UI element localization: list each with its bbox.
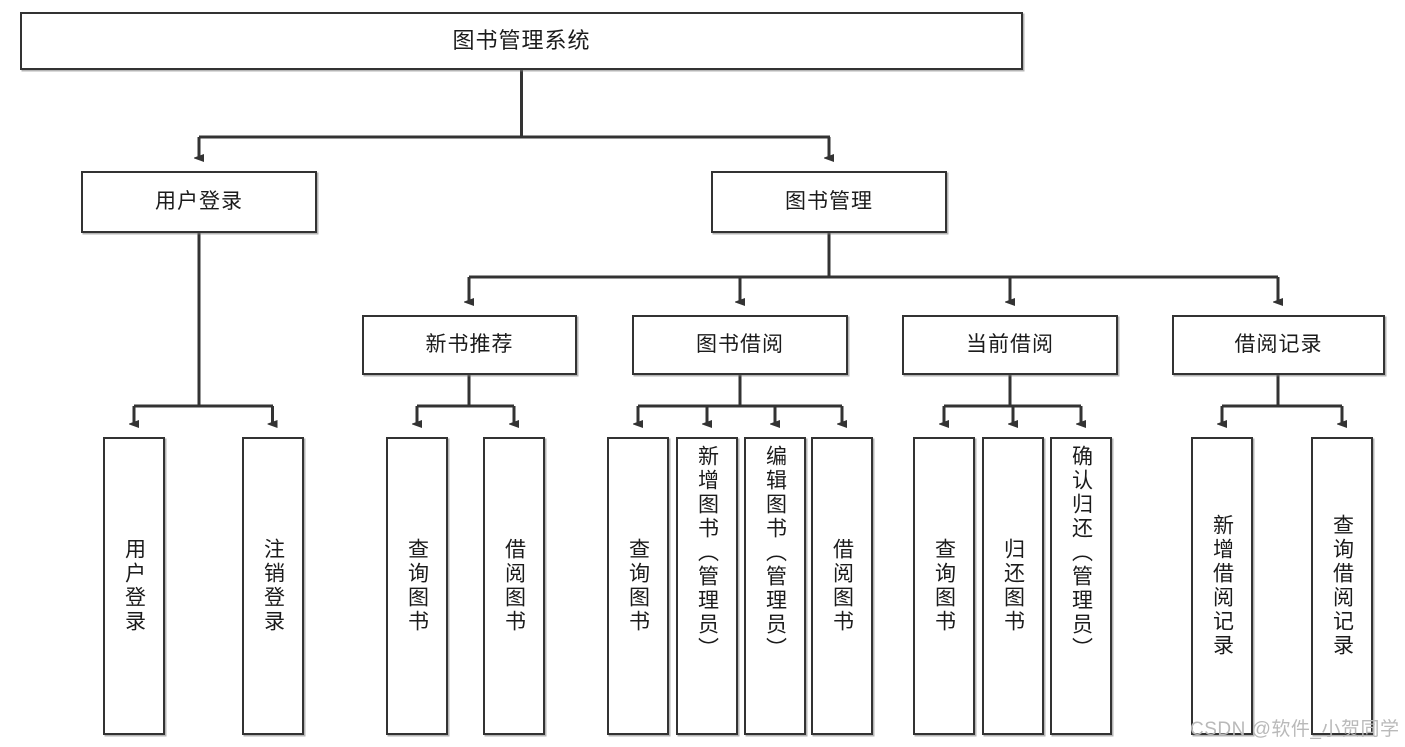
node-label: 查询图书 [626,538,650,634]
node-leaf-add-book-admin[interactable]: 新增图书（管理员） [676,437,738,735]
node-leaf-borrow-book[interactable]: 借阅图书 [811,437,873,735]
node-label: 借阅图书 [502,538,526,634]
node-leaf-user-logout[interactable]: 注销登录 [242,437,304,735]
node-label: 查询图书 [932,538,956,634]
node-new-book-recommend[interactable]: 新书推荐 [362,315,577,375]
node-root-system[interactable]: 图书管理系统 [20,12,1023,70]
node-label: 借阅图书 [830,538,854,634]
node-leaf-query-borrow-record[interactable]: 查询借阅记录 [1311,437,1373,735]
node-leaf-borrow-book-recommend[interactable]: 借阅图书 [483,437,545,735]
node-label: 图书借阅 [696,332,784,356]
node-leaf-query-book-recommend[interactable]: 查询图书 [386,437,448,735]
node-label: 编辑图书（管理员） [763,445,787,661]
node-label: 查询借阅记录 [1330,514,1354,658]
node-leaf-user-login[interactable]: 用户登录 [103,437,165,735]
node-book-borrow[interactable]: 图书借阅 [632,315,848,375]
node-label: 借阅记录 [1234,332,1323,356]
node-current-borrow[interactable]: 当前借阅 [902,315,1118,375]
node-label: 查询图书 [405,538,429,634]
node-label: 新增借阅记录 [1210,514,1234,658]
node-leaf-add-borrow-record[interactable]: 新增借阅记录 [1191,437,1253,735]
node-borrow-record[interactable]: 借阅记录 [1172,315,1385,375]
node-label: 图书管理 [785,189,873,213]
node-leaf-query-book-current[interactable]: 查询图书 [913,437,975,735]
node-label: 注销登录 [261,538,285,634]
node-label: 用户登录 [155,189,243,213]
node-leaf-confirm-return-admin[interactable]: 确认归还（管理员） [1050,437,1112,735]
node-book-manage[interactable]: 图书管理 [711,171,947,233]
node-label: 新书推荐 [425,332,514,356]
node-leaf-edit-book-admin[interactable]: 编辑图书（管理员） [744,437,806,735]
node-leaf-return-book[interactable]: 归还图书 [982,437,1044,735]
node-label: 图书管理系统 [452,28,591,54]
node-label: 新增图书（管理员） [695,445,719,661]
node-leaf-query-book-borrow[interactable]: 查询图书 [607,437,669,735]
node-label: 当前借阅 [966,332,1054,356]
node-label: 用户登录 [122,538,146,634]
node-label: 归还图书 [1001,538,1025,634]
node-label: 确认归还（管理员） [1069,445,1093,661]
node-user-login[interactable]: 用户登录 [81,171,317,233]
csdn-watermark: CSDN @软件_小贺同学 [1190,719,1400,740]
